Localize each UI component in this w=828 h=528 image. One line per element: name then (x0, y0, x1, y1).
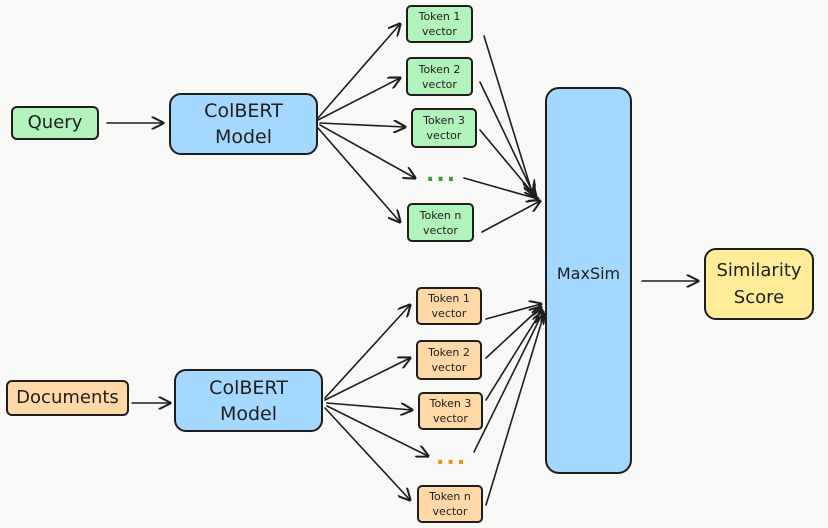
doc-token-1-vector: Token 1 vector (416, 287, 482, 325)
doc-token-2-label: Token 2 vector (428, 346, 470, 374)
query-token-1-label: Token 1 vector (418, 10, 461, 38)
query-ellipsis: ... (426, 162, 458, 187)
documents-box: Documents (6, 380, 129, 416)
doc-token-1-label: Token 1 vector (428, 292, 470, 320)
arrow-qmodel-token2 (317, 78, 400, 121)
arrow-qellipsis-maxsim (463, 177, 538, 199)
doc-token-3-label: Token 3 vector (429, 397, 472, 425)
query-label: Query (27, 112, 83, 133)
similarity-score-box: Similarity Score (704, 248, 814, 320)
query-colbert-model: ColBERT Model (169, 93, 318, 155)
arrow-qtoken1-maxsim (483, 35, 532, 192)
arrow-qmodel-token1 (317, 24, 400, 119)
arrow-qtoken2-maxsim (479, 81, 534, 195)
doc-colbert-model: ColBERT Model (174, 369, 323, 432)
doc-ellipsis: ... (436, 445, 468, 470)
doc-token-2-vector: Token 2 vector (416, 340, 482, 380)
documents-label: Documents (16, 387, 119, 408)
arrow-qtokenn-maxsim (481, 201, 540, 233)
query-token-3-vector: Token 3 vector (411, 108, 477, 148)
arrow-dmodel-tokenn (324, 407, 410, 500)
doc-token-3-vector: Token 3 vector (418, 392, 483, 430)
arrow-dtoken1-maxsim (485, 304, 541, 320)
arrow-dmodel-token3 (326, 402, 412, 410)
arrow-dmodel-ellipsis (326, 405, 428, 456)
arrow-qmodel-ellipsis (319, 124, 415, 178)
doc-token-n-vector: Token n vector (417, 485, 483, 523)
similarity-score-label: Similarity Score (716, 260, 802, 308)
query-token-1-vector: Token 1 vector (406, 5, 473, 43)
doc-model-label: ColBERT Model (209, 376, 288, 425)
maxsim-label: MaxSim (556, 263, 621, 283)
maxsim-box: MaxSim (545, 87, 632, 474)
query-token-n-label: Token n vector (419, 208, 462, 237)
arrow-qmodel-tokenn (317, 127, 400, 222)
query-box: Query (11, 106, 99, 140)
arrow-qtoken3-maxsim (479, 129, 536, 197)
arrow-dmodel-token2 (324, 358, 410, 401)
query-token-2-label: Token 2 vector (418, 62, 461, 91)
arrow-dellipsis-maxsim (473, 312, 543, 453)
arrow-dtoken3-maxsim (485, 310, 542, 401)
query-token-3-label: Token 3 vector (423, 114, 465, 142)
query-token-2-vector: Token 2 vector (406, 57, 473, 96)
query-token-n-vector: Token n vector (407, 203, 474, 242)
arrow-qmodel-token3 (319, 123, 405, 127)
arrow-dtokenn-maxsim (485, 314, 544, 506)
doc-token-n-label: Token n vector (429, 490, 471, 518)
query-model-label: ColBERT Model (204, 100, 283, 148)
arrow-dmodel-token1 (324, 305, 410, 399)
